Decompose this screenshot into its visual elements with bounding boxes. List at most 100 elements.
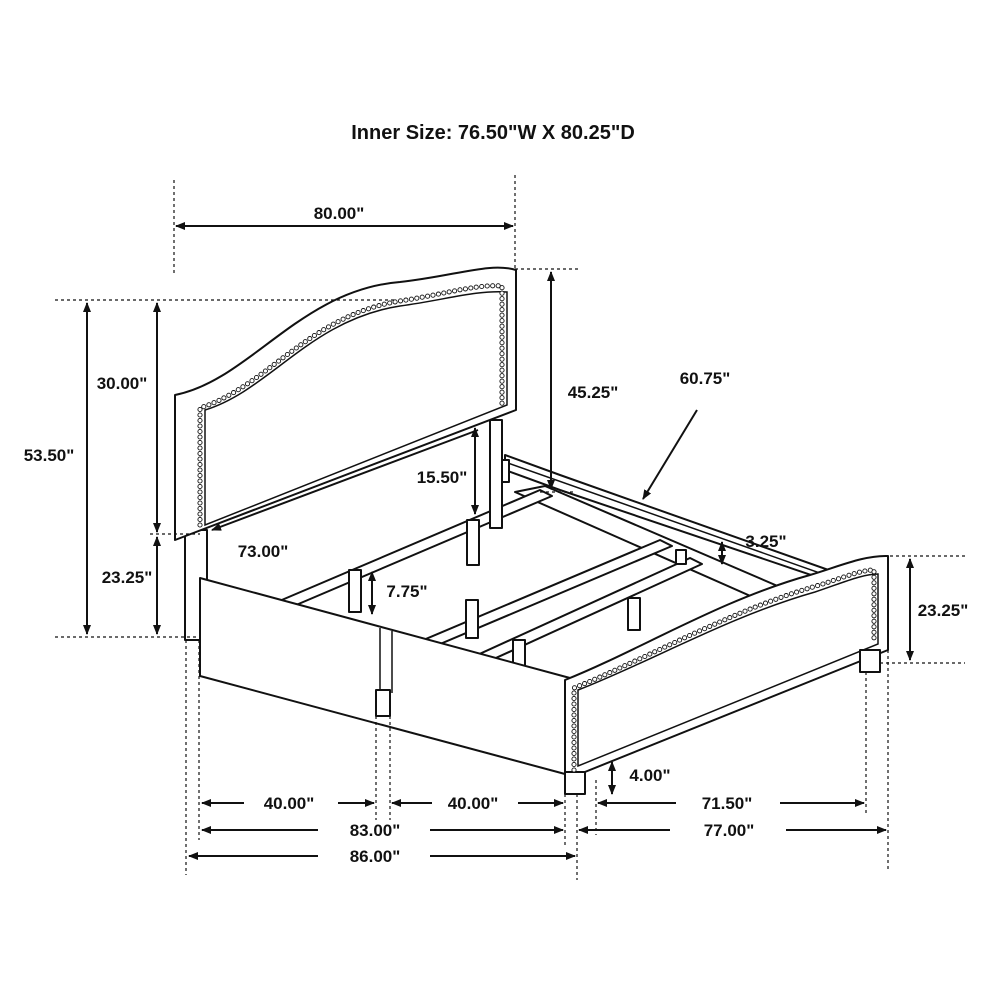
nailhead xyxy=(276,358,282,364)
nailhead xyxy=(871,574,877,580)
nailhead xyxy=(871,613,877,619)
label-headboard-leg-height: 23.25" xyxy=(102,568,153,587)
nailhead xyxy=(253,374,260,381)
nailhead xyxy=(647,651,653,657)
nailhead xyxy=(768,598,774,604)
label-width-86: 86.00" xyxy=(350,847,401,866)
nailhead xyxy=(316,330,322,336)
nailhead xyxy=(499,340,505,346)
nailhead xyxy=(571,728,577,735)
nailhead xyxy=(871,624,877,630)
nailhead xyxy=(197,472,203,479)
nailhead xyxy=(783,593,789,599)
nailhead xyxy=(197,505,203,512)
nailhead xyxy=(657,646,663,653)
nailhead xyxy=(235,387,241,393)
label-half-width-right: 40.00" xyxy=(448,794,499,813)
nailhead xyxy=(240,384,246,390)
nailhead xyxy=(871,618,877,624)
nailhead xyxy=(499,323,505,329)
nailhead xyxy=(652,649,658,655)
nailhead xyxy=(820,581,826,587)
nailhead xyxy=(387,300,393,306)
nailhead xyxy=(452,288,458,294)
nailhead xyxy=(244,381,251,387)
nailhead xyxy=(335,319,341,325)
nailhead xyxy=(284,351,290,358)
label-overall-height: 53.50" xyxy=(24,446,75,465)
label-post-height: 45.25" xyxy=(568,383,619,402)
nailhead xyxy=(360,308,366,314)
nailhead xyxy=(499,373,505,379)
nailhead xyxy=(809,584,815,590)
nailhead xyxy=(499,389,505,395)
nailhead xyxy=(499,356,505,362)
left-side-rail xyxy=(199,577,571,775)
nailhead xyxy=(226,392,232,398)
nailhead xyxy=(499,367,505,373)
nailhead xyxy=(499,351,505,357)
nailhead xyxy=(571,767,577,773)
nailhead xyxy=(762,600,769,606)
nailhead xyxy=(311,332,317,339)
nailhead xyxy=(197,500,203,506)
nailhead xyxy=(692,630,698,636)
nailhead xyxy=(642,653,648,660)
nailhead xyxy=(446,289,452,295)
nailhead xyxy=(197,417,203,424)
nailhead xyxy=(727,615,733,621)
dimension-arrows xyxy=(83,222,914,860)
nailhead xyxy=(457,287,463,293)
nailhead xyxy=(571,750,577,757)
nailhead xyxy=(499,395,505,401)
nailhead xyxy=(216,397,222,403)
nailhead xyxy=(571,756,577,762)
nailhead xyxy=(197,450,203,457)
label-slat-gap: 7.75" xyxy=(386,582,427,601)
nailhead xyxy=(197,522,203,528)
nailhead xyxy=(815,583,821,589)
nailhead xyxy=(571,745,577,751)
nailhead xyxy=(197,489,203,495)
nailhead xyxy=(597,674,603,680)
nailhead xyxy=(325,324,332,330)
nailhead xyxy=(197,439,203,446)
label-headboard-width: 80.00" xyxy=(314,204,365,223)
nailhead xyxy=(462,286,468,292)
nailhead xyxy=(571,685,578,691)
nailhead xyxy=(841,574,847,580)
nailhead xyxy=(484,283,490,289)
nailhead xyxy=(419,294,425,300)
nailhead xyxy=(788,591,794,597)
nailhead xyxy=(499,400,505,406)
nailhead xyxy=(732,612,738,618)
nailhead xyxy=(871,635,877,641)
nailhead xyxy=(571,734,577,740)
nailhead xyxy=(435,291,441,297)
nailhead xyxy=(672,639,678,646)
nailhead xyxy=(293,345,299,351)
nailhead xyxy=(499,362,505,368)
nailhead xyxy=(871,602,877,608)
nailhead xyxy=(340,316,346,322)
nailhead xyxy=(371,304,377,310)
nailhead xyxy=(307,336,313,342)
nailhead xyxy=(201,404,207,410)
nailhead xyxy=(499,345,505,351)
nailhead xyxy=(499,301,505,307)
nailhead xyxy=(355,309,361,316)
label-rail-thickness: 3.25" xyxy=(745,532,786,551)
nailhead xyxy=(851,571,857,577)
nailhead xyxy=(499,334,505,340)
nailhead xyxy=(794,589,800,595)
nailhead xyxy=(330,321,336,327)
extension-lines xyxy=(55,175,965,880)
nailhead xyxy=(682,635,688,641)
nailhead xyxy=(289,348,295,354)
nailhead xyxy=(267,365,273,371)
nailhead xyxy=(197,467,203,473)
nailhead xyxy=(742,608,748,614)
nailhead xyxy=(381,301,387,307)
nailhead xyxy=(612,667,618,673)
